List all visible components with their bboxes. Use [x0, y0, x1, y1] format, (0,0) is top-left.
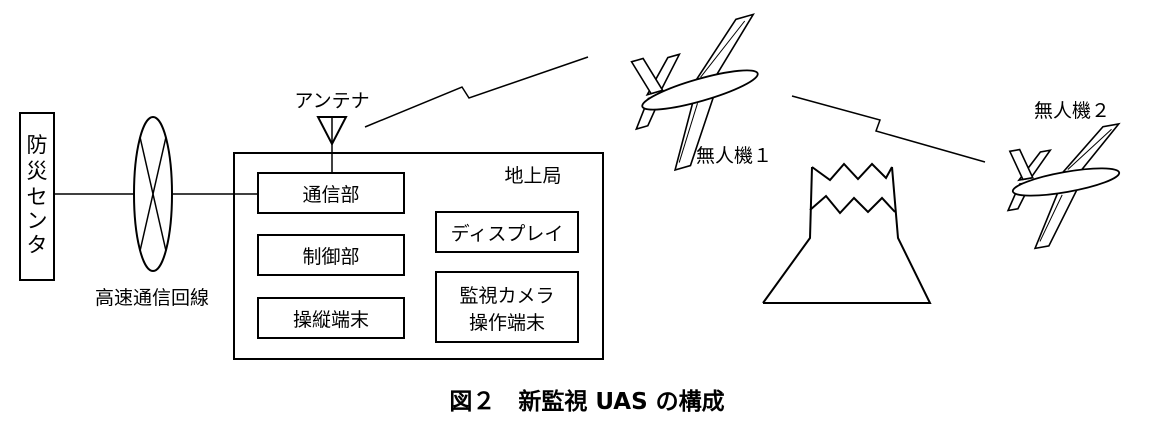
comm-unit-label: 通信部 [302, 184, 359, 206]
ground-station: 地上局 通信部 制御部 操縦端末 ディスプレイ 監視カメラ 操作端末 [233, 152, 604, 360]
camera-terminal-label-line2: 操作端末 [469, 312, 545, 334]
camera-terminal-box [435, 271, 579, 343]
antenna-label: アンテナ [294, 90, 369, 112]
antenna [316, 116, 348, 173]
display-label: ディスプレイ [451, 223, 564, 245]
ground-station-title: 地上局 [504, 165, 561, 187]
uav1-icon [630, 13, 759, 172]
disaster-center-char-4: ン [27, 209, 48, 233]
display-box [435, 211, 579, 253]
disaster-center-char-1: 防 [27, 133, 48, 157]
camera-terminal-label-line1: 監視カメラ [459, 285, 554, 307]
figure-caption: 図２ 新監視 UAS の構成 [449, 388, 724, 415]
control-unit-box [257, 234, 405, 276]
disaster-center: 防 災 セ ン タ [19, 112, 55, 281]
control-unit-label: 制御部 [302, 246, 359, 268]
disaster-center-char-2: 災 [27, 159, 48, 183]
pilot-terminal-label: 操縦端末 [293, 309, 369, 331]
comm-unit-box [257, 172, 405, 214]
mountain-icon [762, 162, 932, 304]
radio-link-antenna-uav1 [364, 56, 589, 128]
uav1-label: 無人機１ [696, 145, 772, 167]
disaster-center-char-5: タ [27, 233, 48, 257]
pilot-terminal-box [257, 297, 405, 339]
highspeed-line-label: 高速通信回線 [95, 287, 209, 309]
uav2-icon [1006, 122, 1121, 250]
disaster-center-char-3: セ [27, 185, 48, 209]
network-ellipse [133, 116, 173, 272]
uav2-label: 無人機２ [1034, 100, 1110, 122]
radio-link-uav1-uav2 [791, 95, 986, 163]
